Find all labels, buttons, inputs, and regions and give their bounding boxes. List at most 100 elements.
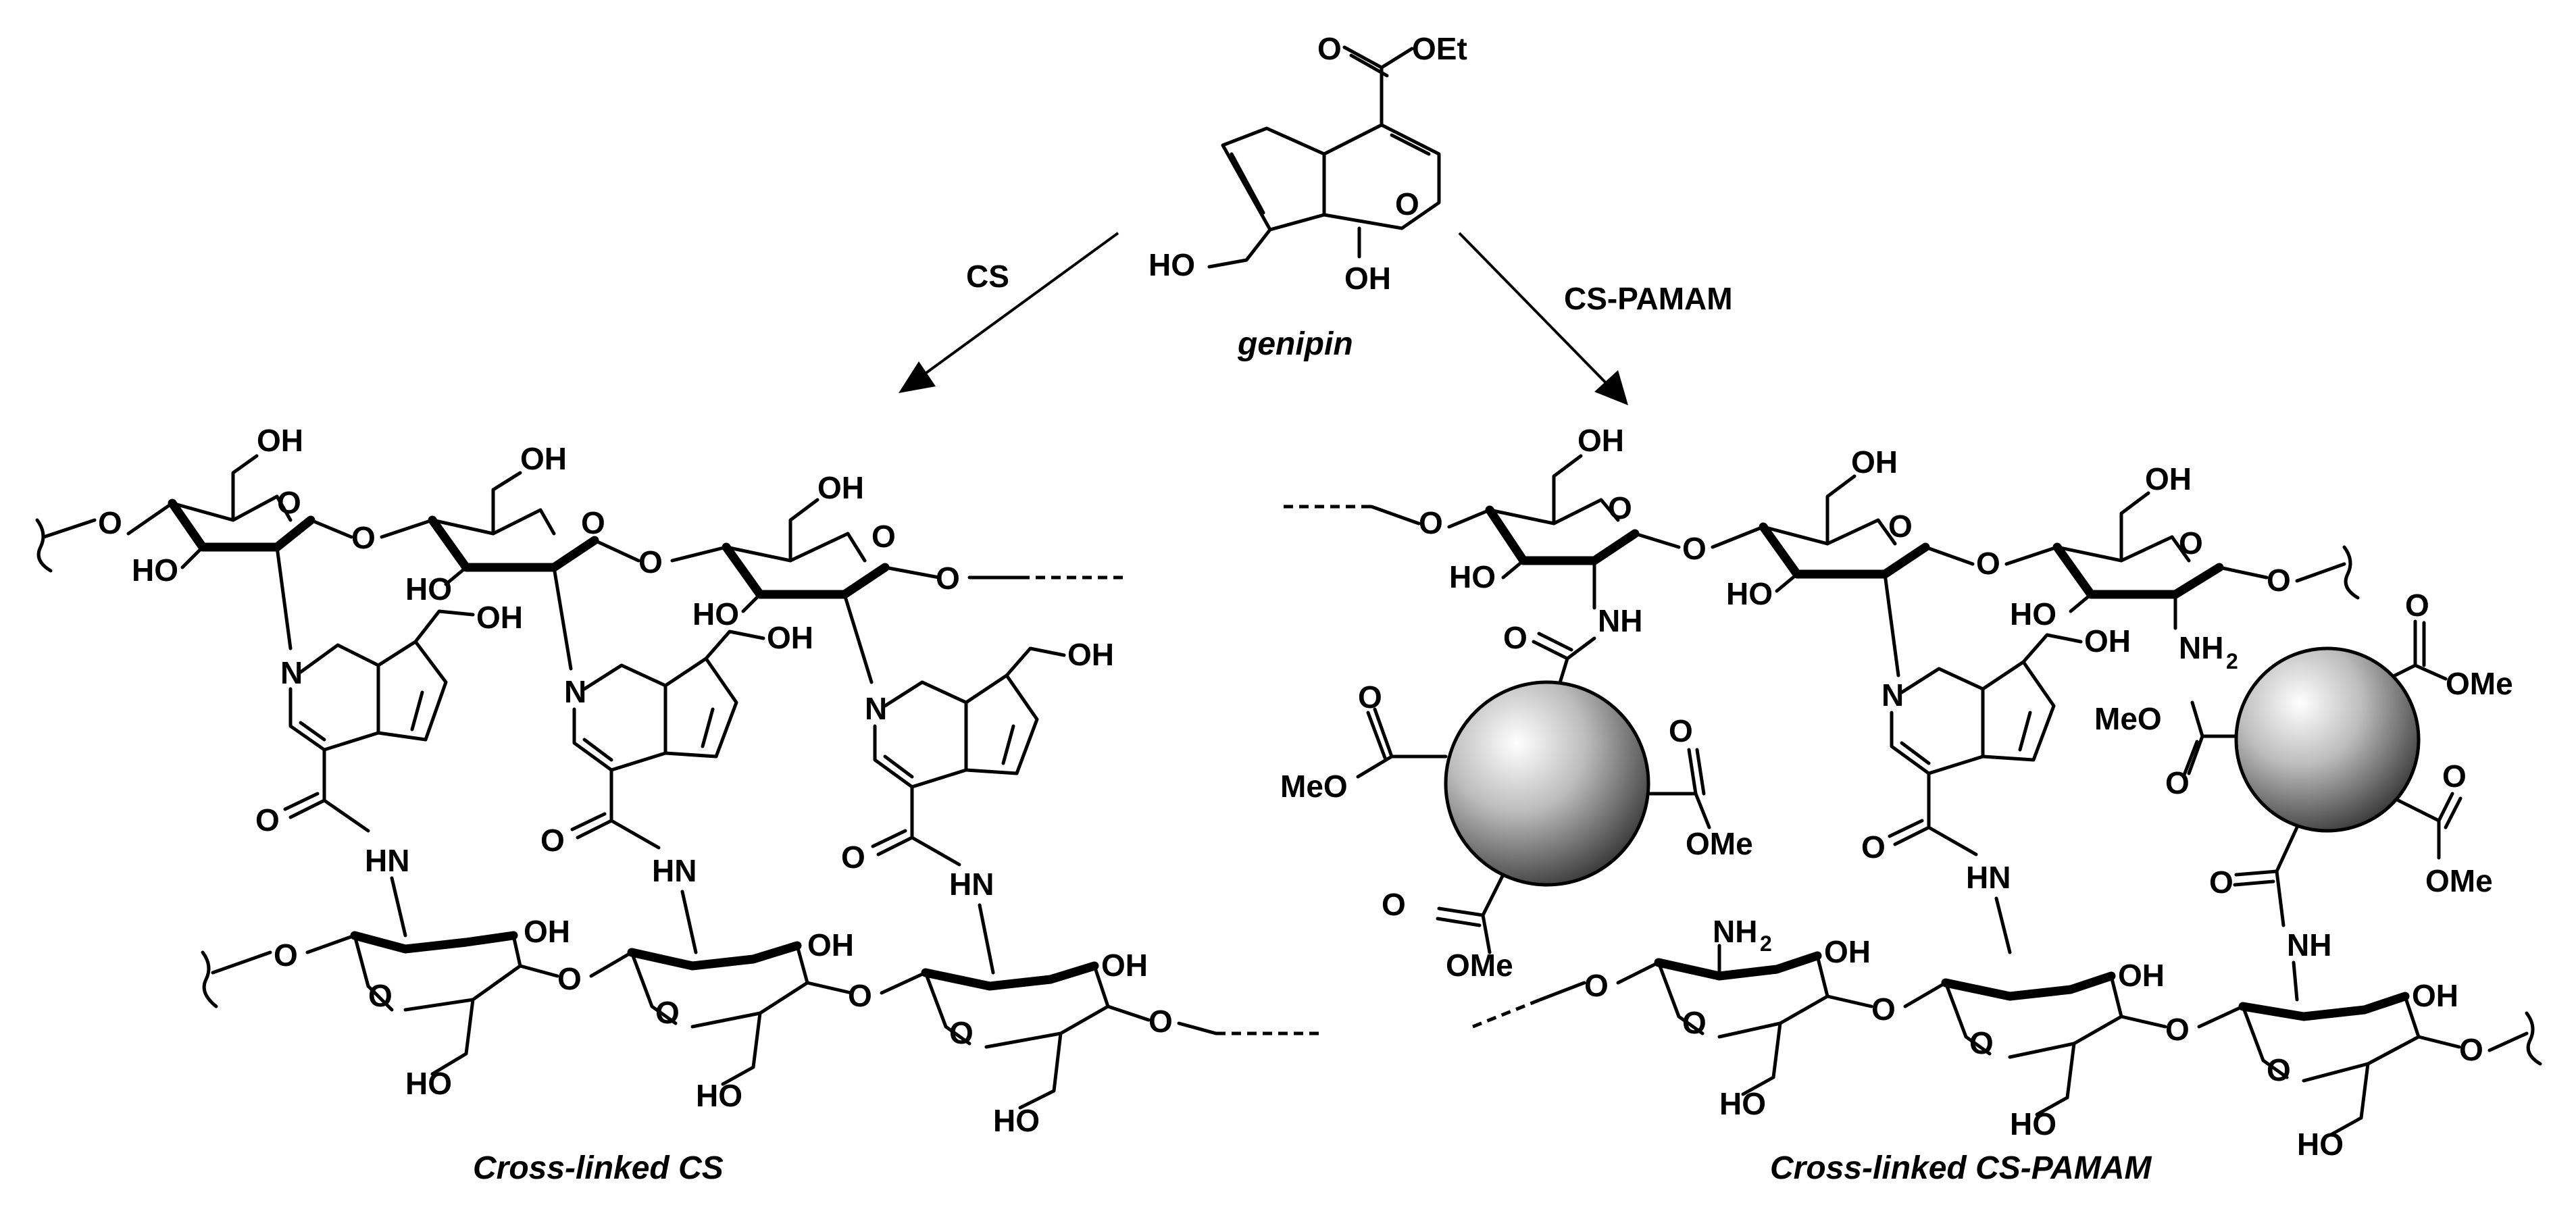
- svg-text:O: O: [277, 485, 301, 520]
- svg-text:O: O: [848, 978, 872, 1013]
- svg-text:HO: HO: [1726, 576, 1773, 611]
- svg-text:NH: NH: [2179, 630, 2223, 665]
- right-upper-sugar-2: OH O HO O: [1711, 444, 2000, 677]
- genipin-structure: O OEt O OH HO genipin: [1148, 31, 1467, 362]
- svg-text:HO: HO: [1719, 1086, 1766, 1121]
- right-upper-sugar-3: OH O HO O NH 2: [2004, 461, 2360, 673]
- svg-text:O: O: [1669, 713, 1693, 748]
- svg-text:NH: NH: [2287, 927, 2331, 963]
- svg-text:N: N: [1882, 677, 1904, 713]
- svg-text:O: O: [2165, 1012, 2190, 1047]
- svg-text:O: O: [2179, 525, 2203, 561]
- glycosidic-o: O: [98, 505, 122, 540]
- svg-text:O: O: [540, 823, 565, 858]
- genipin-ring-oxygen: O: [1395, 186, 1419, 222]
- svg-text:OH: OH: [257, 423, 303, 458]
- svg-text:HO: HO: [993, 1103, 1040, 1138]
- upper-sugar-1: OH O HO O: [126, 423, 376, 650]
- svg-text:OH: OH: [1851, 444, 1898, 480]
- svg-text:OH: OH: [2412, 978, 2458, 1013]
- genipin-carbonyl-oxygen: O: [1317, 31, 1342, 66]
- pamam-dendrimer-2: O OMe MeO O O OMe O NH: [2094, 588, 2513, 1002]
- right-upper-sugar-1: OH O HO O NH O: [1447, 423, 1707, 704]
- arrow-left: [899, 232, 1119, 393]
- svg-text:O: O: [1969, 1025, 1994, 1060]
- svg-text:OH: OH: [767, 620, 813, 655]
- svg-text:O: O: [2442, 759, 2467, 794]
- svg-text:O: O: [351, 520, 376, 555]
- svg-text:OMe: OMe: [2425, 863, 2493, 898]
- svg-text:O: O: [581, 505, 605, 540]
- svg-text:OH: OH: [476, 600, 523, 635]
- svg-text:MeO: MeO: [1280, 769, 1348, 804]
- svg-text:HO: HO: [696, 1078, 742, 1113]
- svg-text:O: O: [1608, 490, 1632, 525]
- left-product-caption: Cross-linked CS: [473, 1150, 724, 1186]
- crosslinker-2: N OH O HN: [540, 620, 813, 954]
- svg-text:OH: OH: [1577, 423, 1624, 458]
- right-crosslinker: N OH O HN: [1861, 623, 2131, 954]
- svg-text:OH: OH: [1067, 637, 1114, 672]
- svg-text:OMe: OMe: [2446, 666, 2513, 701]
- svg-text:HO: HO: [405, 571, 452, 607]
- svg-text:O: O: [841, 840, 865, 875]
- svg-text:O: O: [1419, 505, 1443, 540]
- svg-text:O: O: [655, 995, 680, 1030]
- svg-text:O: O: [872, 519, 896, 554]
- svg-text:O: O: [638, 544, 663, 580]
- crosslinker-3: N OH O HN: [841, 637, 1114, 975]
- svg-text:O: O: [2267, 1052, 2291, 1087]
- svg-text:O: O: [936, 561, 960, 596]
- cross-linked-cs: O OH O HO O OH O HO O: [35, 423, 1321, 1138]
- genipin-pyran: [1322, 123, 1441, 230]
- right-lower-sugar-2: O HO OH O: [1903, 958, 2190, 1142]
- genipin-cyclopentene: [1221, 126, 1326, 232]
- svg-text:HO: HO: [692, 596, 739, 632]
- svg-text:OH: OH: [2118, 958, 2165, 993]
- svg-text:HO: HO: [2010, 1106, 2056, 1142]
- svg-text:OH: OH: [807, 927, 854, 963]
- genipin-hydroxymethyl: HO: [1148, 247, 1195, 282]
- svg-text:O: O: [2209, 865, 2233, 900]
- svg-text:O: O: [368, 978, 393, 1013]
- svg-text:HN: HN: [1966, 860, 2011, 895]
- svg-text:NH: NH: [1713, 914, 1757, 949]
- right-lower-sugar-1: O HO OH NH 2 O: [1616, 914, 1896, 1121]
- svg-text:OH: OH: [817, 470, 864, 505]
- svg-text:O: O: [1358, 680, 1382, 715]
- right-reagent-label: CS-PAMAM: [1564, 281, 1733, 316]
- arrow-right: [1458, 232, 1628, 405]
- svg-text:HO: HO: [2010, 596, 2056, 632]
- lower-sugar-1: O HO OH O: [305, 914, 582, 1101]
- dendrimer-sphere-2: [2234, 646, 2421, 833]
- lower-sugar-2: O HO OH O: [589, 927, 872, 1113]
- svg-text:O: O: [2165, 765, 2190, 800]
- svg-text:O: O: [1148, 1004, 1173, 1039]
- svg-text:O: O: [255, 802, 280, 838]
- genipin-hydroxyl: OH: [1344, 261, 1391, 296]
- svg-text:OMe: OMe: [1686, 826, 1753, 861]
- right-product-caption: Cross-linked CS-PAMAM: [1770, 1150, 2152, 1186]
- svg-text:O: O: [949, 1015, 974, 1050]
- svg-text:OH: OH: [524, 914, 570, 949]
- svg-text:O: O: [1861, 829, 1886, 865]
- svg-text:HO: HO: [405, 1066, 452, 1101]
- svg-text:O: O: [1871, 992, 1896, 1027]
- crosslinker-1: N OH O HN: [255, 600, 523, 938]
- cross-linked-cs-pamam: O OH O HO O NH O OH O HO: [1280, 423, 2542, 1162]
- svg-text:O: O: [557, 961, 582, 996]
- svg-text:OMe: OMe: [1446, 948, 1513, 983]
- svg-text:N: N: [564, 674, 586, 709]
- upper-sugar-3: OH O HO O: [670, 470, 1125, 684]
- svg-text:OH: OH: [1101, 948, 1148, 983]
- svg-text:O: O: [1382, 887, 1406, 922]
- svg-text:O: O: [1682, 1005, 1707, 1040]
- svg-text:OH: OH: [2145, 461, 2192, 496]
- svg-text:O: O: [1682, 531, 1707, 566]
- svg-text:HO: HO: [132, 553, 178, 588]
- svg-text:N: N: [280, 655, 303, 690]
- svg-text:HN: HN: [652, 853, 697, 888]
- dendrimer-sphere-1: [1444, 680, 1650, 887]
